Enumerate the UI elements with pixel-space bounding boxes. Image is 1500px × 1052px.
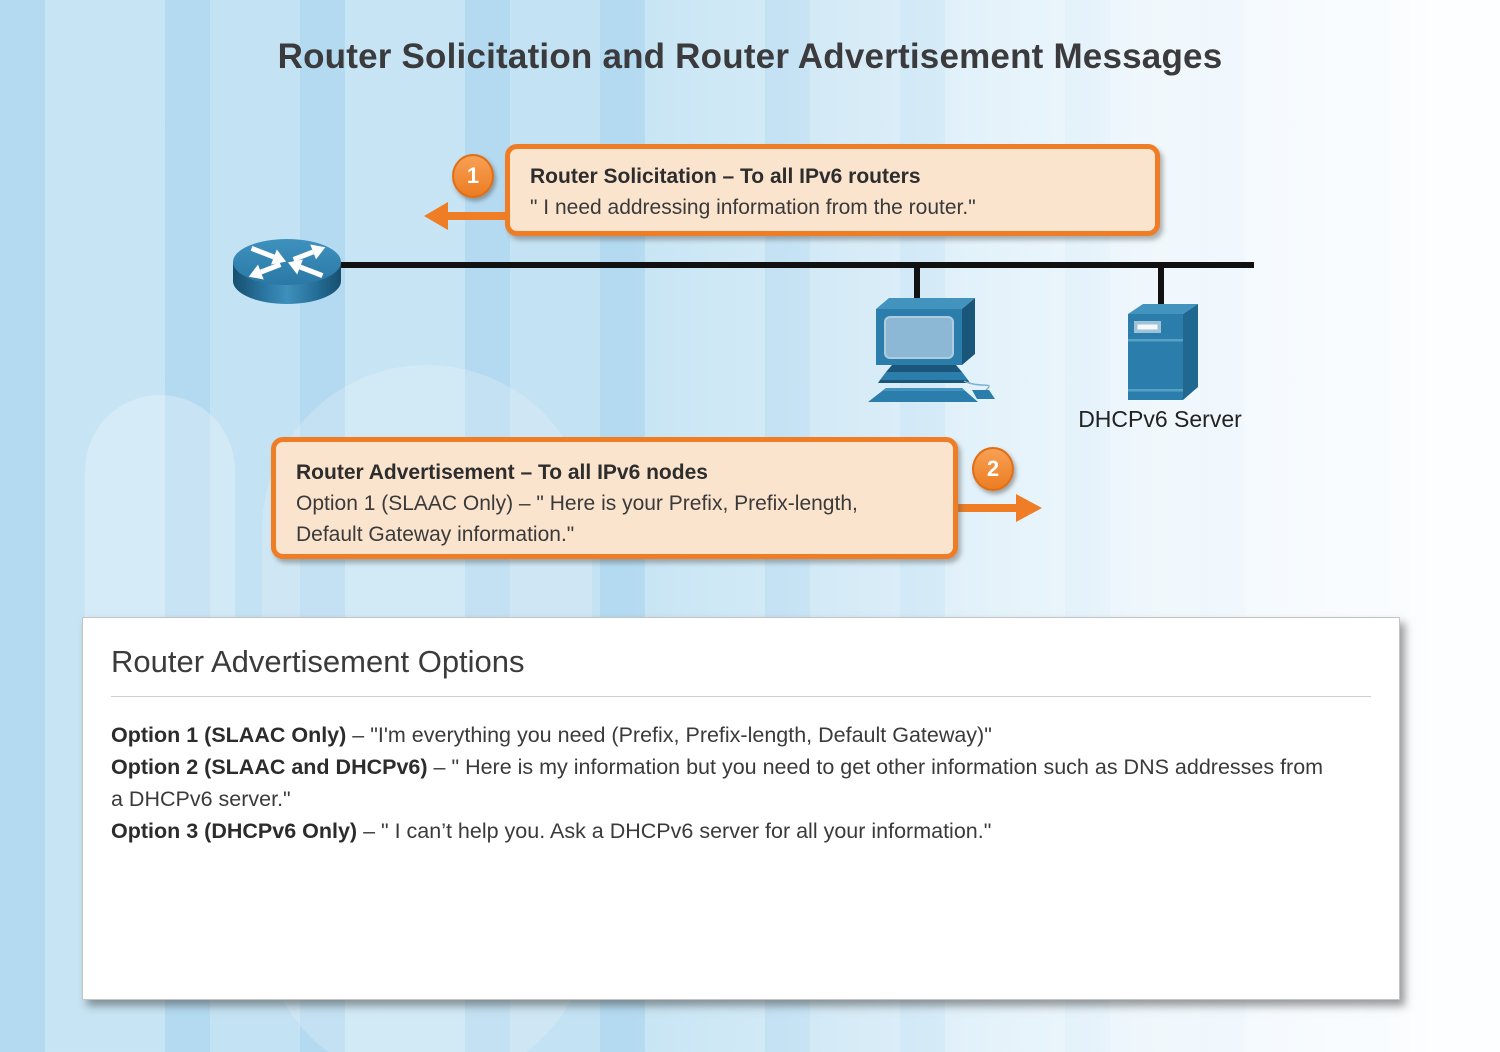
router-icon <box>233 239 341 304</box>
step-2-badge: 2 <box>972 447 1014 491</box>
option-3: Option 3 (DHCPv6 Only) – " I can’t help … <box>111 815 1339 847</box>
callout-title: Router Advertisement – To all IPv6 nodes <box>296 461 708 484</box>
step-1-badge: 1 <box>452 154 494 198</box>
option-1-text: – "I'm everything you need (Prefix, Pref… <box>352 723 992 747</box>
option-3-text: – " I can’t help you. Ask a DHCPv6 serve… <box>363 819 992 843</box>
callout-title: Router Solicitation – To all IPv6 router… <box>530 165 921 188</box>
arrow-left-icon <box>424 202 510 230</box>
options-panel: Router Advertisement Options Option 1 (S… <box>82 617 1400 1000</box>
divider <box>111 696 1371 697</box>
options-panel-title: Router Advertisement Options <box>111 644 525 679</box>
option-3-label: Option 3 (DHCPv6 Only) <box>111 819 358 843</box>
network-bus-line <box>338 262 1254 268</box>
option-2: Option 2 (SLAAC and DHCPv6) – " Here is … <box>111 751 1339 815</box>
callout-router-solicitation: Router Solicitation – To all IPv6 router… <box>505 144 1160 236</box>
callout-body: Option 1 (SLAAC Only) – " Here is your P… <box>296 492 858 546</box>
arrow-right-icon <box>954 494 1042 522</box>
option-2-text: – " Here is my information but you need … <box>111 755 1324 811</box>
callout-body: " I need addressing information from the… <box>530 196 976 219</box>
option-1: Option 1 (SLAAC Only) – "I'm everything … <box>111 719 1339 751</box>
server-label: DHCPv6 Server <box>1078 406 1242 432</box>
option-2-label: Option 2 (SLAAC and DHCPv6) <box>111 755 428 779</box>
server-icon <box>1128 304 1198 400</box>
options-list: Option 1 (SLAAC Only) – "I'm everything … <box>111 719 1339 847</box>
page-title: Router Solicitation and Router Advertise… <box>277 37 1223 77</box>
callout-router-advertisement: Router Advertisement – To all IPv6 nodes… <box>271 437 958 559</box>
option-1-label: Option 1 (SLAAC Only) <box>111 723 347 747</box>
server-drop-line <box>1158 262 1164 309</box>
pc-drop-line <box>914 262 920 304</box>
pc-icon <box>868 298 995 402</box>
